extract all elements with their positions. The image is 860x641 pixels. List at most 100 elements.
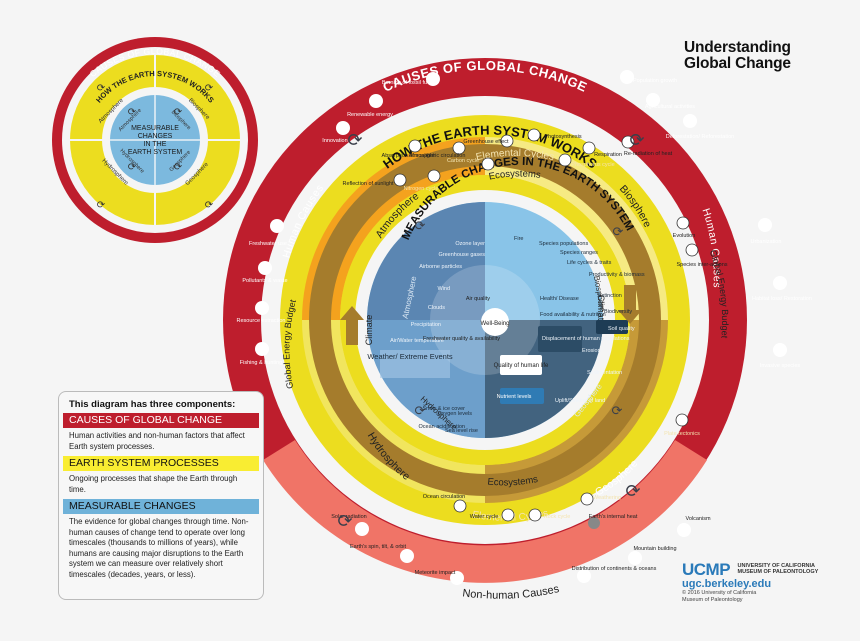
process-item: Re-radiation of heat xyxy=(624,151,673,157)
cause-item: Meteorite impact xyxy=(415,570,456,576)
process-item: Weathering xyxy=(593,495,621,501)
measurable-items: Ozone layer Greenhouse gases Airborne pa… xyxy=(367,236,645,434)
ecosystems-top: Ecosystems xyxy=(488,168,542,182)
mini-center-4: EARTH SYSTEM xyxy=(128,149,182,156)
mc-item: Erosion xyxy=(582,348,601,354)
cause-item: Freshwater use xyxy=(249,241,287,247)
org-line-1: UNIVERSITY OF CALIFORNIA xyxy=(737,563,816,569)
process-item: Photosynthesis xyxy=(544,134,582,140)
cause-item: Pollutants & waste xyxy=(242,278,287,284)
cause-item: Resource extraction xyxy=(237,318,286,324)
cause-item: Distribution of continents & oceans xyxy=(572,566,657,572)
process-item: Phosphorus cycle xyxy=(571,162,614,168)
mini-center-1: MEASURABLE xyxy=(131,125,179,132)
ucmp-org: UNIVERSITY OF CALIFORNIA MUSEUM OF PALEO… xyxy=(738,563,819,575)
process-item: Carbon cycle xyxy=(447,158,479,164)
legend-heading: This diagram has three components: xyxy=(69,399,236,410)
title-line-2: Global Change xyxy=(684,55,791,72)
legend-measurable-label: MEASURABLE CHANGES xyxy=(63,499,259,514)
mini-diagram: CAUSES OF GLOBAL CHANGE HOW THE EARTH SY… xyxy=(52,37,258,243)
mc-item: Ozone layer xyxy=(455,241,485,247)
mini-cycle-arrow-icon: ⟳ xyxy=(205,83,214,94)
mini-cycle-arrow-icon: ⟳ xyxy=(174,107,183,118)
mc-item: Nutrient levels xyxy=(497,394,532,400)
cycle-arrow-icon: ⟳ xyxy=(347,130,362,150)
mini-center-2: CHANGES xyxy=(138,133,173,140)
mc-item: Fire xyxy=(514,236,523,242)
cause-item: Habitat loss/ Restoration xyxy=(752,296,812,302)
mc-item: Precipitation xyxy=(411,322,441,328)
elemental-cycles-top: Elemental Cycles xyxy=(475,148,555,163)
mc-item: Sedimentation xyxy=(587,370,622,376)
svg-text:Ecosystems: Ecosystems xyxy=(487,474,539,489)
org-line-2: MUSEUM OF PALEONTOLOGY xyxy=(737,569,819,575)
mc-item: Ocean acidification xyxy=(419,424,465,430)
mc-item: Uplift/Sinking of land xyxy=(555,398,605,404)
legend-causes-desc: Human activities and non-human factors t… xyxy=(69,431,245,451)
process-item: Earth's internal heat xyxy=(589,514,638,520)
cycle-arrow-icon: ⟳ xyxy=(613,224,624,239)
mini-cycle-arrow-icon: ⟳ xyxy=(174,162,183,173)
process-items: Absorption of sunlight Reflection of sun… xyxy=(342,128,728,529)
mc-item: Clouds xyxy=(428,305,445,311)
cause-item: Volcanism xyxy=(685,516,710,522)
well-being: Well-Being xyxy=(481,321,510,327)
climate-down-arrow-icon xyxy=(618,285,642,324)
process-item: Evolution xyxy=(673,233,696,239)
mc-item: Species populations xyxy=(539,241,588,247)
copyright-2: Museum of Paleontology xyxy=(682,596,743,603)
process-item: Water cycle xyxy=(470,514,499,520)
mini-cycle-arrow-icon: ⟳ xyxy=(128,107,137,118)
cause-item: Fishing & hunting xyxy=(240,360,283,366)
ecosystems-bottom: Ecosystems xyxy=(487,474,539,489)
cycle-arrow-icon: ⟳ xyxy=(612,403,623,418)
copyright-1: © 2016 University of California xyxy=(682,590,757,596)
svg-text:Ecosystems: Ecosystems xyxy=(488,168,542,182)
cause-item: Population growth xyxy=(633,78,677,84)
mini-cycle-arrow-icon: ⟳ xyxy=(205,200,214,211)
mini-cycle-arrow-icon: ⟳ xyxy=(97,200,106,211)
mc-item: Wind xyxy=(437,286,450,292)
cause-item: Invasive species xyxy=(760,363,801,369)
mc-item: Airborne particles xyxy=(419,264,462,270)
cause-item: Deforestation/ Reforestation xyxy=(666,134,734,140)
process-item: Plate tectonics xyxy=(664,431,700,437)
mc-item: Biodiversity xyxy=(604,309,632,315)
cause-item: Agricultural activities xyxy=(645,104,695,110)
cause-item: Innovation xyxy=(322,138,347,144)
process-item: Nitrogen cycle xyxy=(404,186,439,192)
mc-item: Productivity & biomass xyxy=(589,272,645,278)
legend-box: This diagram has three components: CAUSE… xyxy=(58,391,264,600)
freshwater: Freshwater quality & availability xyxy=(423,336,500,342)
nonhuman-cause-items: Solar radiation Earth's spin, tilt, & or… xyxy=(331,514,711,585)
cycle-arrow-icon: ⟳ xyxy=(415,218,426,233)
mc-item: Extinction xyxy=(598,293,622,299)
cycle-arrow-icon: ⟳ xyxy=(629,130,644,150)
title-line-1: Understanding xyxy=(684,39,791,56)
mini-center-3: IN THE xyxy=(144,141,167,148)
cause-item: Renewable energy xyxy=(347,112,393,118)
mc-item: Greenhouse gases xyxy=(439,252,486,258)
cycle-arrow-icon: ⟳ xyxy=(415,403,426,418)
health: Health/ Disease xyxy=(540,296,579,302)
climate-right: Climate xyxy=(596,295,606,326)
ucmp-footer: UCMP UNIVERSITY OF CALIFORNIA MUSEUM OF … xyxy=(682,560,818,603)
ucmp-url[interactable]: ugc.berkeley.edu xyxy=(682,578,772,590)
mc-item: Life cycles & traits xyxy=(567,260,612,266)
process-item: Species inter-actions xyxy=(676,262,727,268)
cycle-arrow-icon: ⟳ xyxy=(625,481,640,501)
legend-causes-label: CAUSES OF GLOBAL CHANGE xyxy=(63,413,259,428)
svg-text:Elemental Cycles: Elemental Cycles xyxy=(475,148,555,163)
cause-item: Mountain building xyxy=(633,546,676,552)
human-cause-items: Burning of fossil fuels Renewable energy… xyxy=(237,70,812,369)
svg-text:Non-human Causes: Non-human Causes xyxy=(462,583,561,602)
process-item: Greenhouse effect xyxy=(463,139,509,145)
mc-item: Sea level rise xyxy=(445,428,478,434)
mc-item: Species ranges xyxy=(560,250,598,256)
mc-item: Air/Water temperature xyxy=(390,338,444,344)
air-quality: Air quality xyxy=(466,296,490,302)
legend-processes-label: EARTH SYSTEM PROCESSES xyxy=(63,456,259,471)
climate-up-arrow-icon xyxy=(340,306,364,345)
cycle-arrows: ⟳ ⟳ ⟳ ⟳ ⟳ ⟳ ⟳ ⟳ xyxy=(337,130,644,531)
